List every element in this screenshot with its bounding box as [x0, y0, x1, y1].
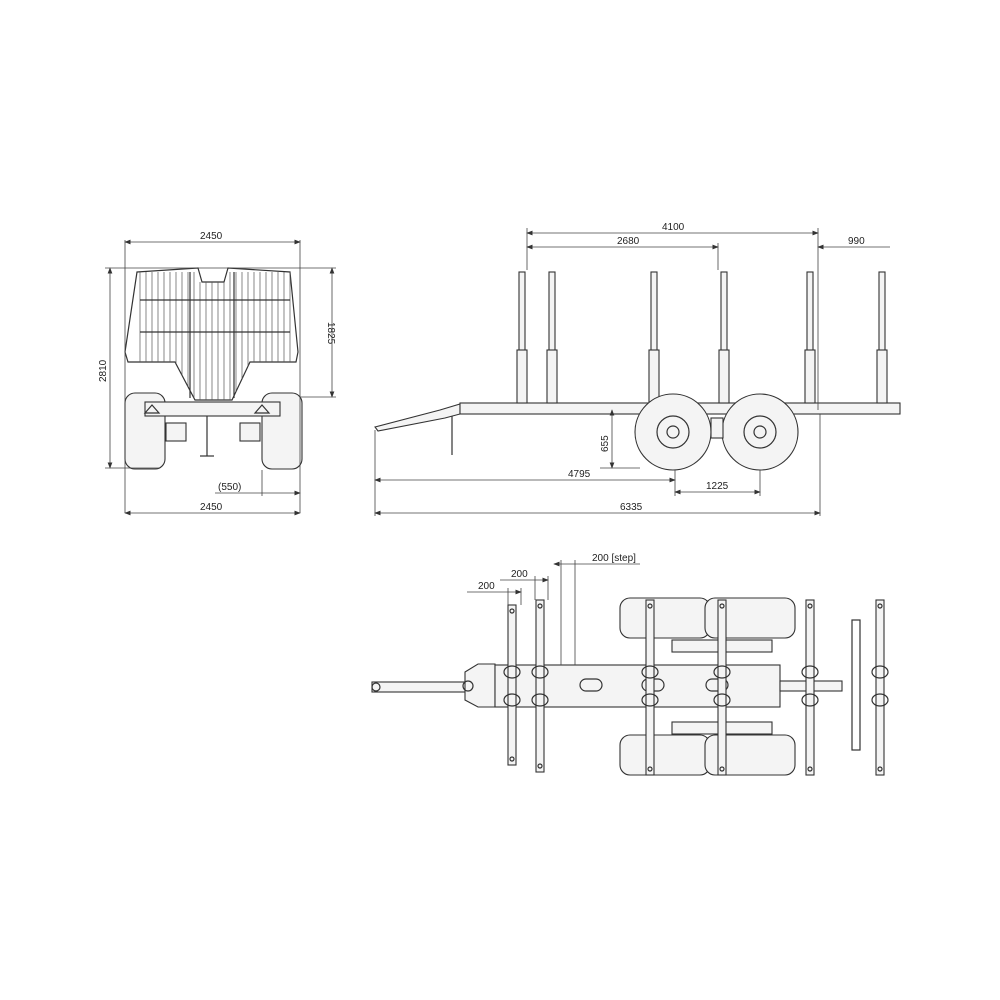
stake — [546, 271, 558, 404]
stake — [718, 271, 730, 404]
dim-bunk-height: 1825 — [325, 322, 336, 345]
front-view: 2450 2810 1825 (550) 2450 — [98, 231, 336, 516]
front-wheel — [634, 393, 712, 471]
rear-wheel — [721, 393, 799, 471]
dim-spacing-step: 200 [step] — [592, 553, 636, 564]
tire-top-right-rear — [704, 734, 796, 776]
dim-track-offset: (550) — [218, 482, 241, 493]
dim-stake-to-axle: 2680 — [617, 236, 640, 247]
stake — [516, 271, 528, 404]
side-view: 4100 2680 990 655 4795 1225 6335 — [374, 222, 901, 516]
dim-hitch-to-axle: 4795 — [568, 469, 591, 480]
front-bunk — [124, 267, 299, 401]
bunk-top — [531, 599, 549, 773]
front-axle-beam — [144, 401, 281, 417]
tire-top-left-front — [619, 597, 711, 639]
dim-frame-height: 655 — [600, 435, 611, 452]
tire-top-right-front — [619, 734, 711, 776]
dim-spacing-2: 200 — [511, 569, 528, 580]
bunk-top — [713, 599, 731, 776]
dim-stake-span: 4100 — [662, 222, 685, 233]
hitch-plate — [464, 663, 496, 708]
stake — [876, 271, 888, 404]
dim-overall-height: 2810 — [98, 359, 109, 382]
bunk-top — [641, 599, 659, 776]
bunk-top — [801, 599, 819, 776]
rear-gate — [851, 619, 861, 751]
tire-top-left-rear — [704, 597, 796, 639]
reflector-icon — [143, 404, 271, 414]
right-hub — [239, 422, 261, 442]
left-hub — [165, 422, 187, 442]
stake — [804, 271, 816, 404]
dim-rear-overhang: 990 — [848, 236, 865, 247]
bunk-top — [871, 599, 889, 776]
dim-axle-spacing: 1225 — [706, 481, 729, 492]
dim-spacing-1: 200 — [478, 581, 495, 592]
stake — [648, 271, 660, 404]
dim-width-top: 2450 — [200, 231, 223, 242]
dim-width-bottom: 2450 — [200, 502, 223, 513]
drawbar-top — [371, 681, 471, 693]
top-view: 200 200 200 [step] — [371, 553, 889, 776]
bogie-pivot — [710, 417, 724, 439]
dim-overall-length: 6335 — [620, 502, 643, 513]
drawbar — [374, 403, 461, 432]
bunk-top — [503, 604, 521, 766]
